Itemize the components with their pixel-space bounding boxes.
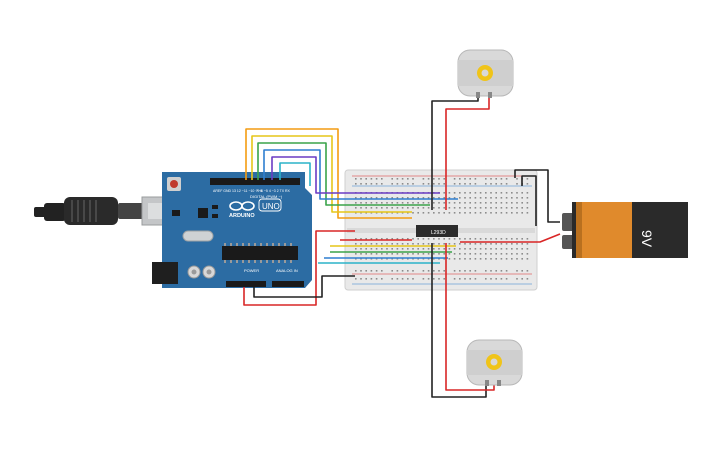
ic-chip-icon: L293D [416,225,458,237]
wire-motor-top-red [445,96,490,210]
wire-green [257,142,430,206]
wire-purple [271,156,440,194]
power-jack [152,262,178,284]
wire-motor-top-black [431,96,479,210]
svg-text:7 ~6 ~5 4 ~3 2 TX RX: 7 ~6 ~5 4 ~3 2 TX RX [256,189,291,193]
wire-blue-top [263,149,458,200]
svg-text:AREF GND 13 12 ~11 ~10 ~9 8: AREF GND 13 12 ~11 ~10 ~9 8 [213,189,262,193]
power-header [226,281,266,287]
digital-label: DIGITAL (PWM ~) [250,194,283,199]
battery-icon: 9V [562,202,688,258]
usb-cable-icon [34,196,183,226]
wire-battery-black-2 [521,175,537,226]
arduino-uno-board: AREF GND 13 12 ~11 ~10 ~9 8 7 ~6 ~5 4 ~3… [152,172,312,288]
power-wires [243,96,561,398]
digital-header [210,178,300,185]
analog-label: ANALOG IN [276,268,298,273]
chip-label: L293D [431,230,446,236]
uno-model-text: UNO [262,202,280,211]
wire-battery-black [514,169,560,223]
arduino-logo-text: ARDUINO [229,213,255,219]
battery-voltage-label: 9V [639,230,655,248]
wire-cyan-top [279,162,311,186]
analog-header [272,281,304,287]
wire-motor-bottom-red [445,243,495,391]
arduino-logo-icon [229,201,255,211]
wire-yellow [251,135,412,213]
power-label: POWER [244,268,259,273]
dc-motor-icon [466,339,523,386]
dc-motor-icon [457,49,514,98]
wire-battery-red [460,233,561,243]
wire-orange [245,128,412,219]
wire-gnd [253,275,355,298]
signal-wires [245,128,458,264]
wire-5v [243,230,355,306]
atmega-chip [222,246,298,260]
